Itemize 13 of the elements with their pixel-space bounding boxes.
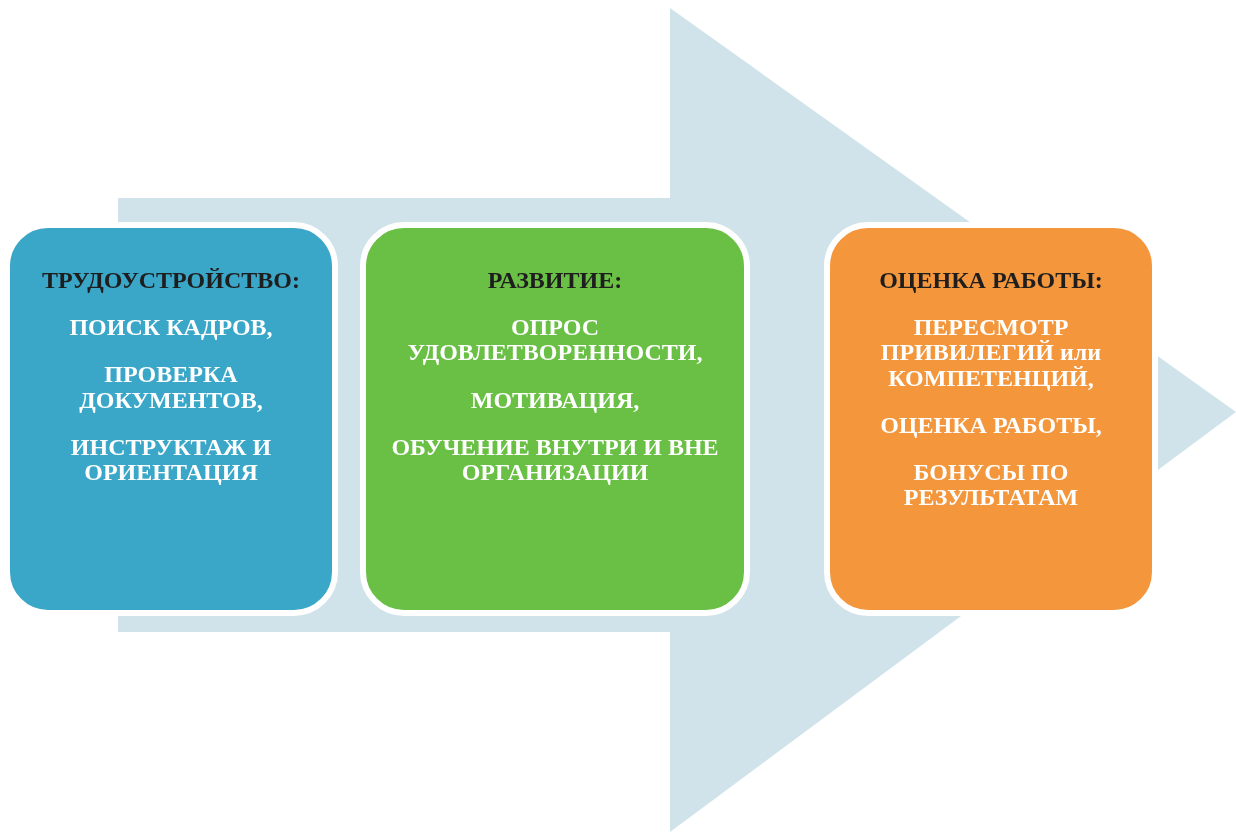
- box-item: ПРОВЕРКА ДОКУМЕНТОВ,: [78, 362, 264, 413]
- box-heading: РАЗВИТИЕ:: [487, 268, 623, 294]
- box-item: МОТИВАЦИЯ,: [470, 387, 640, 413]
- box-item: ПЕРЕСМОТР ПРИВИЛЕГИЙ или КОМПЕТЕНЦИЙ,: [879, 315, 1103, 391]
- box-item: ПОИСК КАДРОВ,: [69, 315, 273, 341]
- box-heading: ОЦЕНКА РАБОТЫ:: [879, 268, 1103, 294]
- process-box: [360, 222, 750, 616]
- box-heading: ТРУДОУСТРОЙСТВО:: [42, 268, 300, 294]
- box-item: ОПРОС УДОВЛЕТВОРЕННОСТИ,: [406, 315, 704, 366]
- box-item: ОЦЕНКА РАБОТЫ,: [880, 412, 1102, 438]
- box-item: ОБУЧЕНИЕ ВНУТРИ И ВНЕ ОРГАНИЗАЦИИ: [390, 434, 720, 486]
- box-item: БОНУСЫ ПО РЕЗУЛЬТАТАМ: [902, 459, 1080, 511]
- box-item: ИНСТРУКТАЖ И ОРИЕНТАЦИЯ: [69, 434, 273, 486]
